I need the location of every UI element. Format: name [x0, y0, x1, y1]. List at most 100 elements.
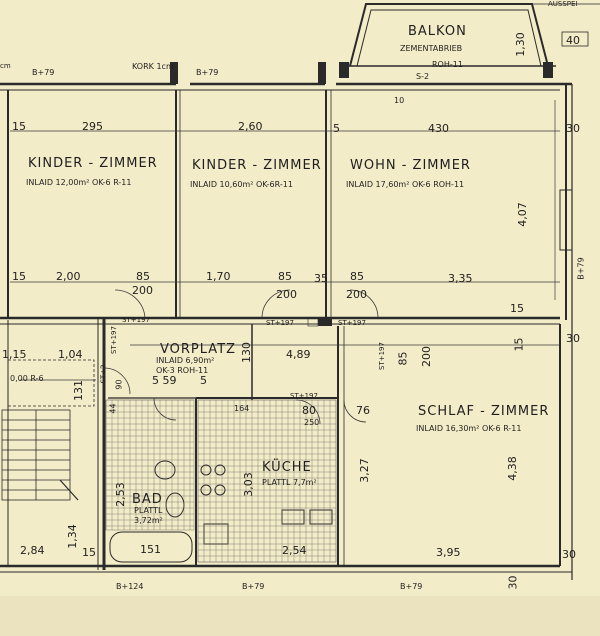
dim-schlaf-438: 4,38: [505, 456, 519, 481]
dim-bottom-30: 30: [506, 575, 520, 590]
window-label-1: B+79: [32, 68, 55, 77]
dim-kueche-164: 164: [234, 404, 250, 413]
window-label-8: S-2: [416, 72, 430, 81]
dim-left-104: 1,04: [58, 348, 83, 361]
dim-kueche-80: 80: [302, 404, 316, 417]
window-label-5: B+79: [576, 257, 586, 280]
dim-left-odr: 0,00 R-6: [10, 374, 44, 383]
dim-right-30: 30: [566, 332, 580, 345]
bad-area: 3,72m²: [134, 516, 163, 525]
window-label-3: B+79: [242, 582, 265, 591]
dim-balkon-40: 40: [566, 34, 580, 47]
dim-mid-85b: 85: [278, 270, 292, 283]
interior-walls: [0, 90, 561, 570]
schlaf-label: SCHLAF - ZIMMER: [418, 404, 550, 419]
dim-vorplatz-559: 5 59: [152, 374, 177, 387]
balkon-code: ROH-11: [432, 60, 463, 69]
dim-mid-200d: 200: [346, 288, 367, 301]
kitchen-tile-grid: [197, 399, 337, 563]
dim-bad-151: 151: [140, 543, 161, 556]
kinder2-label: KINDER - ZIMMER: [192, 158, 322, 173]
dim-mid-200: 2,00: [56, 270, 81, 283]
window-label-6: B+124: [116, 582, 144, 591]
dim-left-15: 15: [82, 546, 96, 559]
kinder2-floor: INLAID 10,60m² OK-6R-11: [190, 180, 293, 189]
window-marks: [170, 62, 573, 327]
dim-bad-44: 44: [108, 403, 118, 414]
cm-label: cm: [0, 62, 11, 70]
st-label-3: ST+197: [338, 319, 366, 327]
door-swings: [103, 289, 379, 425]
dim-schlaf-200: 200: [420, 346, 433, 367]
window-label-2: B+79: [196, 68, 219, 77]
dim-top-kinder2: 2,60: [238, 120, 263, 133]
dim-bottom-15: 15: [512, 337, 526, 352]
dim-side-30: 30: [566, 122, 580, 135]
bad-floor: PLATTL: [134, 506, 163, 515]
balkon-label: BALKON: [408, 24, 467, 39]
bath-tile-grid: [105, 399, 194, 530]
dim-side-15b: 5: [333, 122, 340, 135]
st-label-4: ST+197: [377, 342, 386, 370]
dim-schlaf-85: 85: [396, 351, 410, 366]
st-label-2: ST+197: [266, 319, 294, 327]
wohn-floor: INLAID 17,60m² OK-6 ROH-11: [346, 180, 465, 189]
wohn-label: WOHN - ZIMMER: [350, 158, 471, 173]
dim-mid-200b: 200: [132, 284, 153, 297]
dim-vorplatz-5: 5: [200, 374, 207, 387]
st-label-5: ST+197: [290, 392, 318, 400]
dim-schlaf-327: 3,27: [357, 458, 371, 483]
dim-side-15a: 15: [12, 120, 26, 133]
balcony: [339, 3, 600, 78]
dim-schlaf-395: 3,95: [436, 546, 461, 559]
dim-left-131: 131: [72, 380, 85, 401]
dim-wall-15: 15: [510, 302, 524, 315]
dim-kueche-250: 250: [304, 418, 320, 427]
kork-label: KORK 1cm: [132, 62, 174, 71]
aussen-label: AUSSPEI: [548, 0, 578, 8]
dim-mid-35: 35: [314, 272, 328, 285]
st-label-6: ST+197: [109, 326, 118, 354]
st-label-1: ST+197: [122, 316, 150, 324]
kinder1-floor: INLAID 12,00m² OK-6 R-11: [26, 178, 132, 187]
dim-top-kinder1: 295: [82, 120, 103, 133]
dim-mid-200c: 200: [276, 288, 297, 301]
dim-left-284: 2,84: [20, 544, 45, 557]
dim-vorplatz-489: 4,89: [286, 348, 311, 361]
paper-fold-band: [0, 596, 600, 636]
staircase: [1, 359, 95, 501]
kueche-floor: PLATTL 7,7m²: [262, 478, 317, 487]
dim-mid-335: 3,35: [448, 272, 473, 285]
dim-mid-170: 1,70: [206, 270, 231, 283]
dim-vorplatz-130: 130: [240, 342, 253, 363]
dimension-lines: [10, 100, 560, 381]
schlaf-floor: INLAID 16,30m² OK-6 R-11: [416, 424, 522, 433]
dim-mid-85c: 85: [350, 270, 364, 283]
dim-left-134: 1,34: [65, 524, 79, 549]
dim-kueche-303: 3,03: [241, 472, 255, 497]
vorplatz-code: OK-3 ROH-11: [156, 366, 209, 375]
outer-walls: [0, 82, 573, 580]
dim-balkon-130: 1,30: [513, 32, 527, 57]
st-label-7: ST+2: [99, 364, 108, 384]
vorplatz-label: VORPLATZ: [160, 342, 237, 357]
dim-balkon-10: 10: [394, 96, 405, 105]
balkon-note: ZEMENTABRIEB: [400, 44, 463, 53]
vorplatz-floor: INLAID 6,90m²: [156, 356, 215, 365]
dim-mid-85a: 85: [136, 270, 150, 283]
kinder1-label: KINDER - ZIMMER: [28, 156, 158, 171]
dim-bad-90: 90: [114, 379, 124, 390]
dim-wohn-407: 4,07: [515, 202, 529, 227]
dim-schlaf-30b: 30: [562, 548, 576, 561]
dim-mid-15: 15: [12, 270, 26, 283]
kueche-label: KÜCHE: [262, 460, 312, 475]
dim-schlaf-76: 76: [356, 404, 370, 417]
bad-label: BAD: [132, 492, 163, 507]
dim-left-115: 1,15: [2, 348, 27, 361]
dim-kueche-254: 2,54: [282, 544, 307, 557]
window-label-4: B+79: [400, 582, 423, 591]
bath-fixtures: [109, 460, 193, 563]
dim-top-wohn: 430: [428, 122, 449, 135]
dim-bad-253: 2,53: [113, 482, 127, 507]
